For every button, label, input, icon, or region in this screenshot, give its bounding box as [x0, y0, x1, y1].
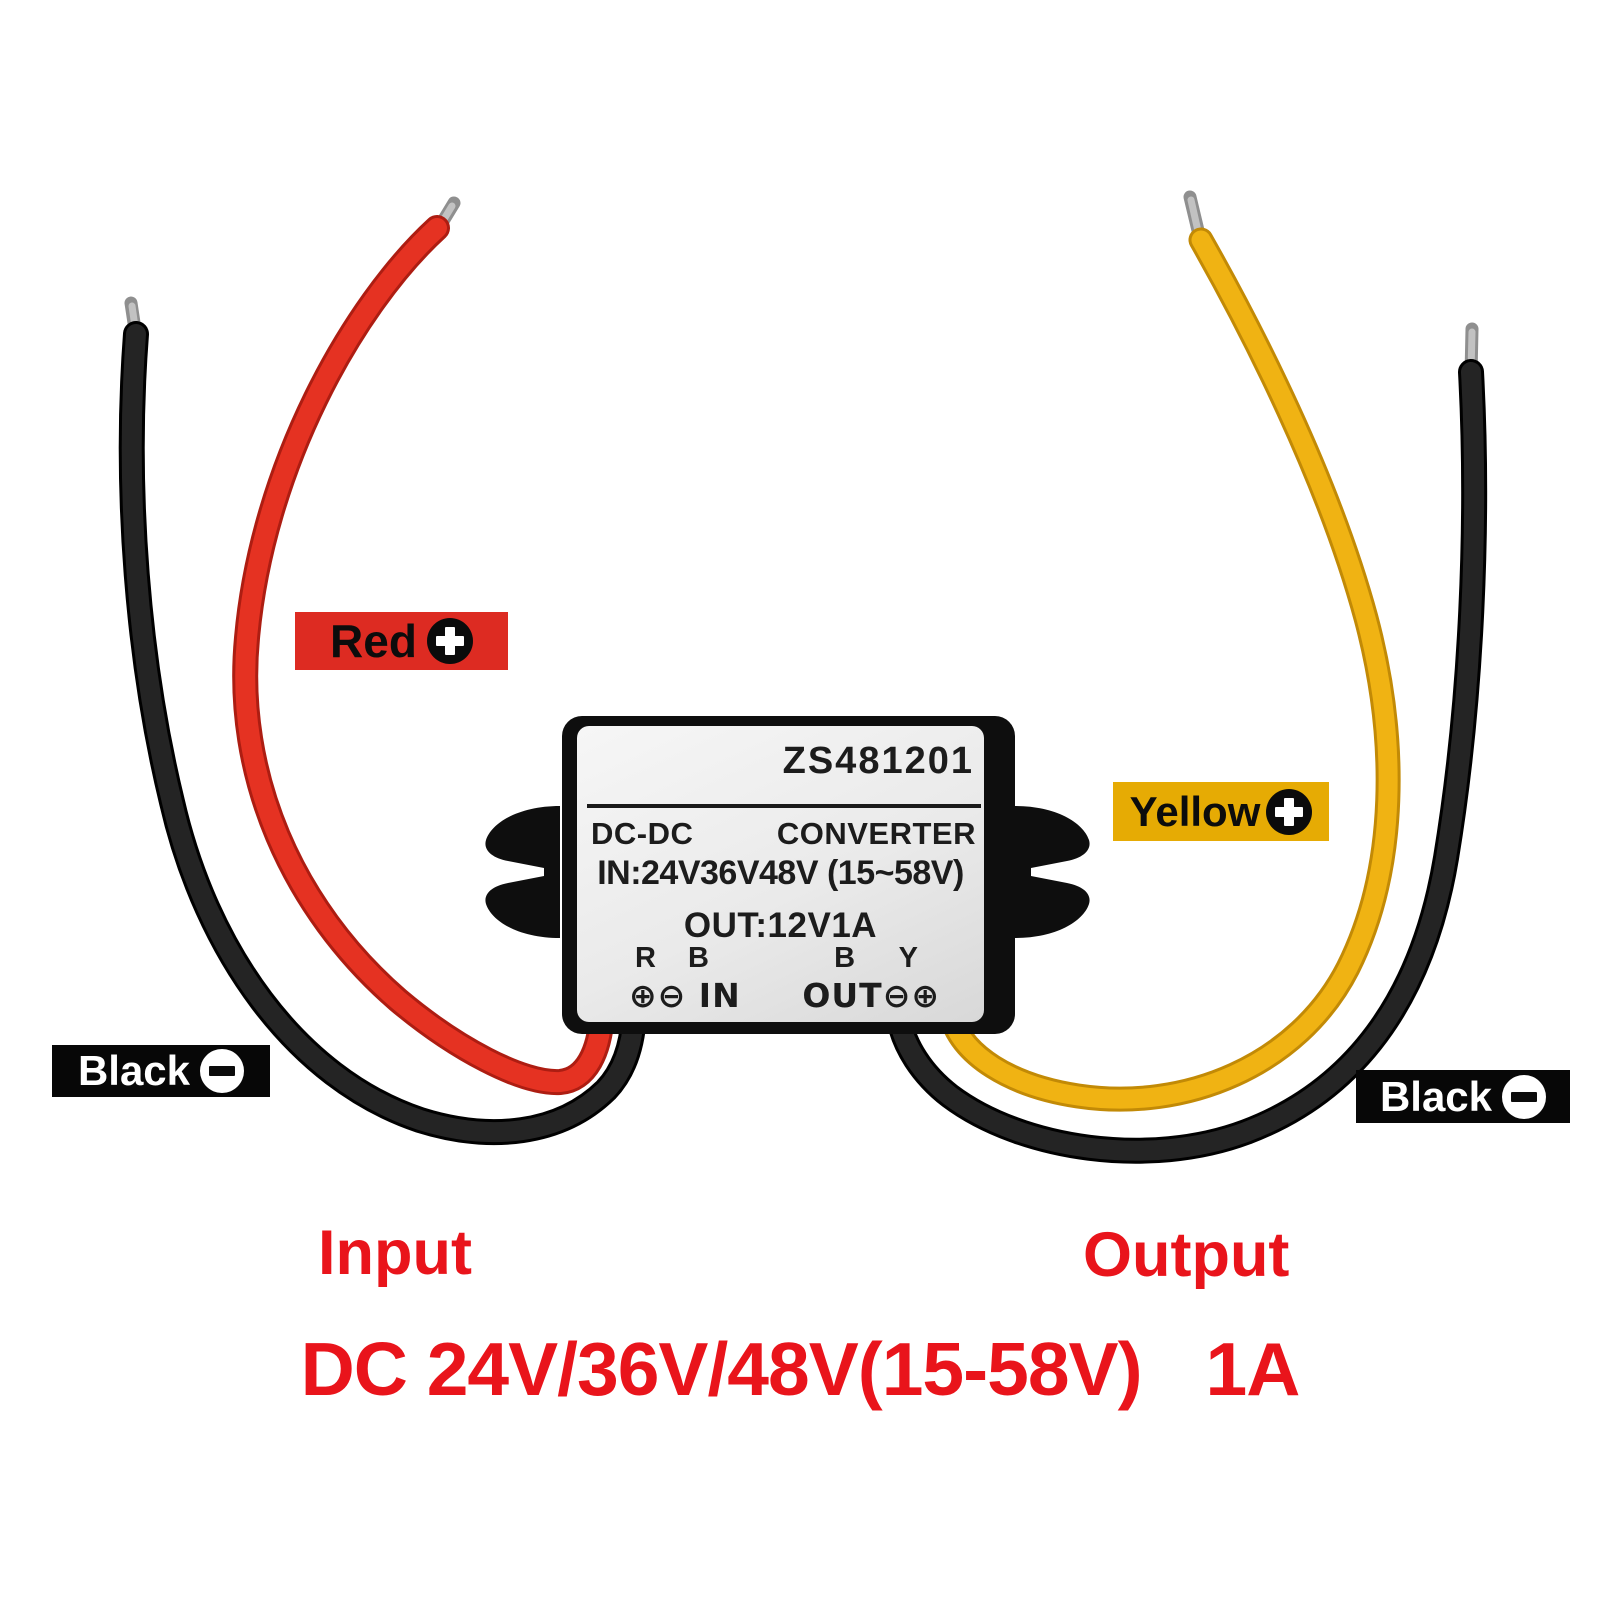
output-caption: Output: [1083, 1220, 1290, 1290]
model-number: ZS481201: [782, 740, 974, 782]
input-caption: Input: [318, 1218, 472, 1288]
output-wire-letters: B Y: [834, 942, 936, 974]
minus-icon: [200, 1049, 245, 1093]
spec-caption: DC 24V/36V/48V(15-58V) 1A: [0, 1332, 1600, 1407]
output-terminals: B Y OUT⊖⊕: [802, 942, 940, 1015]
dc-dc-converter-module: ZS481201 DC-DC CONVERTER IN:24V36V48V (1…: [562, 716, 1015, 1034]
mounting-ear-right: [1015, 806, 1090, 938]
mounting-ear-left: [485, 806, 560, 938]
black-output-tag-label: Black: [1379, 1072, 1493, 1120]
black-output-wire: [885, 359, 1488, 1164]
spec-current: 1A: [1205, 1327, 1301, 1411]
spec-voltage: DC 24V/36V/48V(15-58V): [300, 1327, 1143, 1411]
output-terminal-row: OUT⊖⊕: [802, 976, 940, 1015]
plus-icon: [426, 618, 473, 664]
minus-icon: [1502, 1074, 1547, 1119]
device-type-right: CONVERTER: [776, 816, 976, 851]
yellow-output-wire: [937, 227, 1401, 1112]
black-output-wire-tag: Black: [1356, 1070, 1570, 1123]
red-wire-tag-label: Red: [330, 615, 417, 667]
black-input-tag-label: Black: [77, 1047, 191, 1094]
red-input-wire: [232, 215, 615, 1096]
label-divider: [587, 804, 981, 808]
input-wire-letters: R B: [635, 942, 721, 974]
black-input-wire-tag: Black: [52, 1045, 270, 1097]
yellow-wire-tag: Yellow: [1113, 782, 1329, 841]
output-spec: OUT:12V1A: [683, 906, 878, 945]
device-type-left: DC-DC: [591, 816, 694, 851]
input-terminals: R B ⊕⊖ IN: [629, 942, 741, 1015]
red-wire-tag: Red: [295, 612, 508, 670]
plus-icon: [1266, 788, 1313, 835]
black-input-wire: [118, 321, 647, 1145]
input-spec: IN:24V36V48V (15~58V): [597, 854, 964, 892]
device-type-row: DC-DC CONVERTER: [591, 818, 976, 849]
input-terminal-row: ⊕⊖ IN: [629, 976, 741, 1015]
yellow-wire-tag-label: Yellow: [1129, 787, 1261, 835]
converter-label: ZS481201 DC-DC CONVERTER IN:24V36V48V (1…: [577, 726, 984, 1022]
